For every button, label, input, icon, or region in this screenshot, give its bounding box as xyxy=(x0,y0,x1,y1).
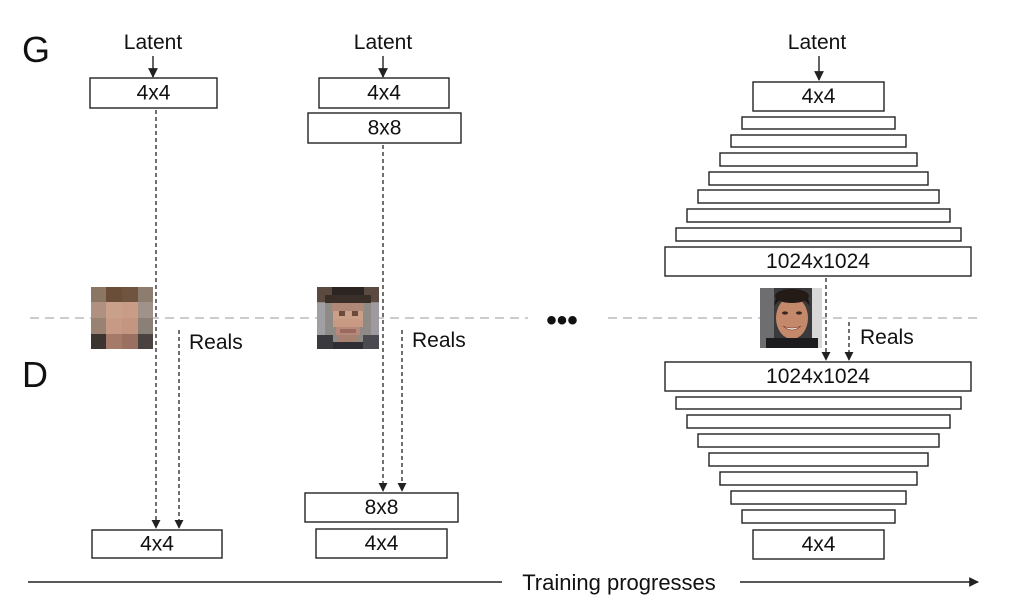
generator-layer xyxy=(697,189,940,204)
discriminator-block-label: 4x4 xyxy=(140,533,174,556)
generator-layer xyxy=(730,134,907,148)
generator-label: G xyxy=(22,29,50,70)
pixelated-face-image xyxy=(317,287,379,349)
pixelated-face-image xyxy=(91,287,153,349)
latent-label: Latent xyxy=(124,31,183,54)
generator-block-label: 1024x1024 xyxy=(766,250,870,273)
generator-layer xyxy=(675,227,962,242)
discriminator-layer xyxy=(708,452,929,467)
stage-2: Latent 4x4 8x8 Reals xyxy=(304,31,466,559)
generator-block-label: 4x4 xyxy=(137,82,171,105)
discriminator-layer xyxy=(741,509,896,524)
discriminator-block-label: 1024x1024 xyxy=(766,365,870,388)
discriminator-label: D xyxy=(22,354,48,395)
generator-block xyxy=(664,246,972,277)
discriminator-block xyxy=(315,528,448,559)
generator-block xyxy=(307,112,462,144)
discriminator-block xyxy=(752,529,885,560)
discriminator-block xyxy=(91,529,223,559)
generator-layer xyxy=(719,152,918,167)
generator-block xyxy=(752,81,885,112)
discriminator-layer xyxy=(675,396,962,410)
ellipsis: ••• xyxy=(546,304,578,337)
discriminator-block-label: 4x4 xyxy=(802,533,836,556)
generator-layer xyxy=(708,171,929,186)
latent-label: Latent xyxy=(788,31,847,54)
discriminator-layer xyxy=(719,471,918,486)
face-photo-image xyxy=(760,288,822,348)
generator-block-label: 4x4 xyxy=(802,85,836,108)
stage-1: Latent 4x4 Reals 4x4 xyxy=(89,31,243,559)
discriminator-block xyxy=(664,361,972,392)
latent-label: Latent xyxy=(354,31,413,54)
discriminator-layer xyxy=(730,490,907,505)
discriminator-block-label: 4x4 xyxy=(365,532,399,555)
generator-block xyxy=(318,77,450,109)
discriminator-block xyxy=(304,492,459,523)
reals-label: Reals xyxy=(860,326,914,349)
stage-3: Latent 4x4 1024x1024 xyxy=(664,31,972,560)
generator-layer xyxy=(686,208,951,223)
generator-layer xyxy=(741,116,896,130)
axis-label: Training progresses xyxy=(522,570,716,595)
generator-block-label: 4x4 xyxy=(367,82,401,105)
generator-block xyxy=(89,77,218,109)
generator-block-label: 8x8 xyxy=(368,117,402,140)
discriminator-layer xyxy=(686,414,951,429)
reals-label: Reals xyxy=(189,331,243,354)
discriminator-block-label: 8x8 xyxy=(365,496,399,519)
reals-label: Reals xyxy=(412,329,466,352)
discriminator-layer xyxy=(697,433,940,448)
